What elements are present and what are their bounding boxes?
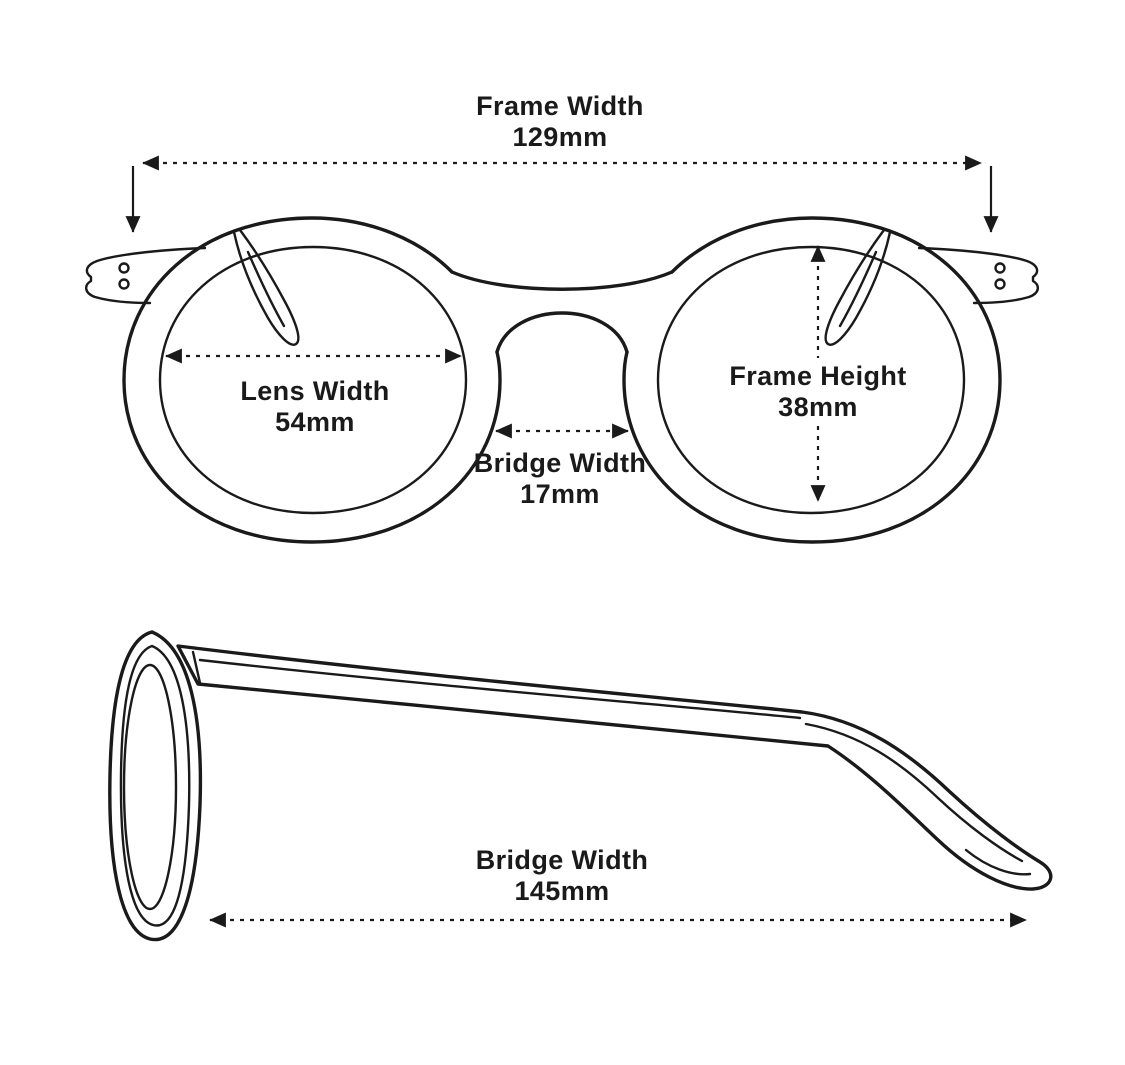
bridge-nose-arch xyxy=(495,311,629,354)
side-view: Bridge Width 145mm xyxy=(108,630,1053,942)
temple-length-value: 145mm xyxy=(514,876,609,906)
left-rivet-bottom xyxy=(118,278,130,290)
right-folded-temple xyxy=(824,228,892,346)
temple-arm xyxy=(176,644,1053,891)
right-folded-temple-inner-line xyxy=(838,250,878,328)
left-endpiece xyxy=(85,246,207,305)
hinge-line xyxy=(191,650,202,685)
right-endpiece xyxy=(917,246,1039,305)
frame-height-value: 38mm xyxy=(778,392,858,422)
right-rim-outer xyxy=(622,216,1002,544)
side-rim-outer xyxy=(108,630,203,942)
temple-length-label: Bridge Width xyxy=(476,845,649,875)
left-rim-outer xyxy=(122,216,502,544)
left-lens-inner xyxy=(158,245,468,515)
bridge-width-label: Bridge Width xyxy=(474,448,647,478)
left-rivet-top xyxy=(118,262,130,274)
temple-inner-line xyxy=(804,722,1024,863)
side-rim-inner xyxy=(119,644,191,927)
right-rivet-top xyxy=(994,262,1006,274)
lens-width-label: Lens Width xyxy=(240,376,389,406)
right-lens-inner xyxy=(656,245,966,515)
frame-width-label: Frame Width xyxy=(476,91,644,121)
frame-width-value: 129mm xyxy=(512,122,607,152)
left-folded-temple-inner-line xyxy=(246,250,286,328)
lens-width-value: 54mm xyxy=(275,407,355,437)
bridge-top-curve xyxy=(450,270,674,291)
frame-height-label-backdrop xyxy=(712,358,924,424)
temple-top-highlight-line xyxy=(198,658,802,720)
frame-height-label: Frame Height xyxy=(729,361,906,391)
left-folded-temple xyxy=(232,228,300,346)
bridge-width-value: 17mm xyxy=(520,479,600,509)
front-view: Frame Width 129mm xyxy=(85,91,1039,544)
right-rivet-bottom xyxy=(994,278,1006,290)
side-lens-edge xyxy=(122,663,178,911)
temple-tip-inner-line xyxy=(964,848,1032,876)
